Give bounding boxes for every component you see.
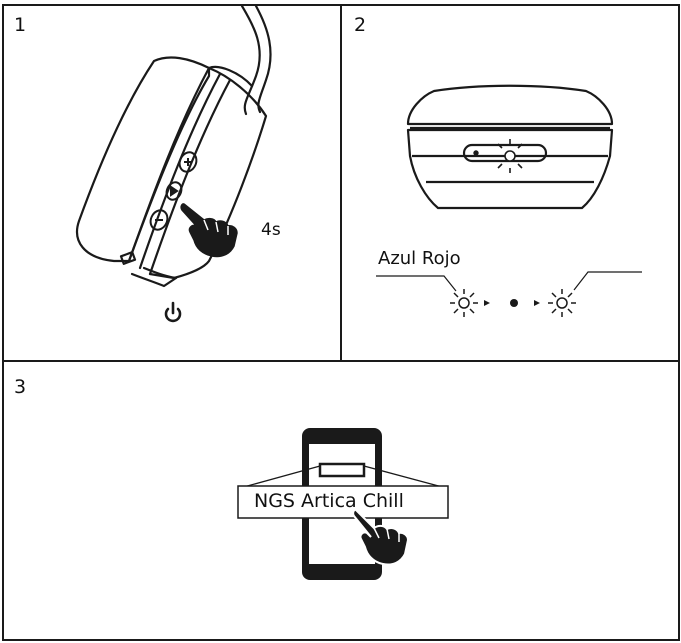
led-color-labels: Azul Rojo — [378, 248, 461, 269]
power-icon — [164, 301, 182, 323]
device-name-label: NGS Artica Chill — [254, 490, 404, 512]
headphone-bottom-illustration — [376, 84, 642, 317]
press-duration-label: 4s — [261, 220, 281, 240]
led-blink-icon — [450, 289, 478, 317]
minus-button-icon — [149, 209, 169, 231]
headphone-side-illustration — [76, 6, 272, 323]
step-number: 1 — [14, 14, 27, 36]
play-button-icon — [165, 181, 183, 201]
step-2-panel: 2 — [340, 4, 680, 362]
led-blink-icon — [493, 139, 527, 173]
smartphone-pairing-illustration — [237, 428, 449, 580]
plus-button-icon — [178, 151, 198, 173]
step-number: 2 — [354, 14, 367, 36]
pointing-hand-icon — [352, 508, 410, 566]
step-1-panel: 1 — [2, 4, 342, 362]
step-number: 3 — [14, 376, 27, 398]
pointing-hand-icon — [180, 203, 238, 258]
step-3-panel: 3 NGS Artica Chill — [2, 360, 680, 641]
led-blink-icon — [548, 289, 576, 317]
